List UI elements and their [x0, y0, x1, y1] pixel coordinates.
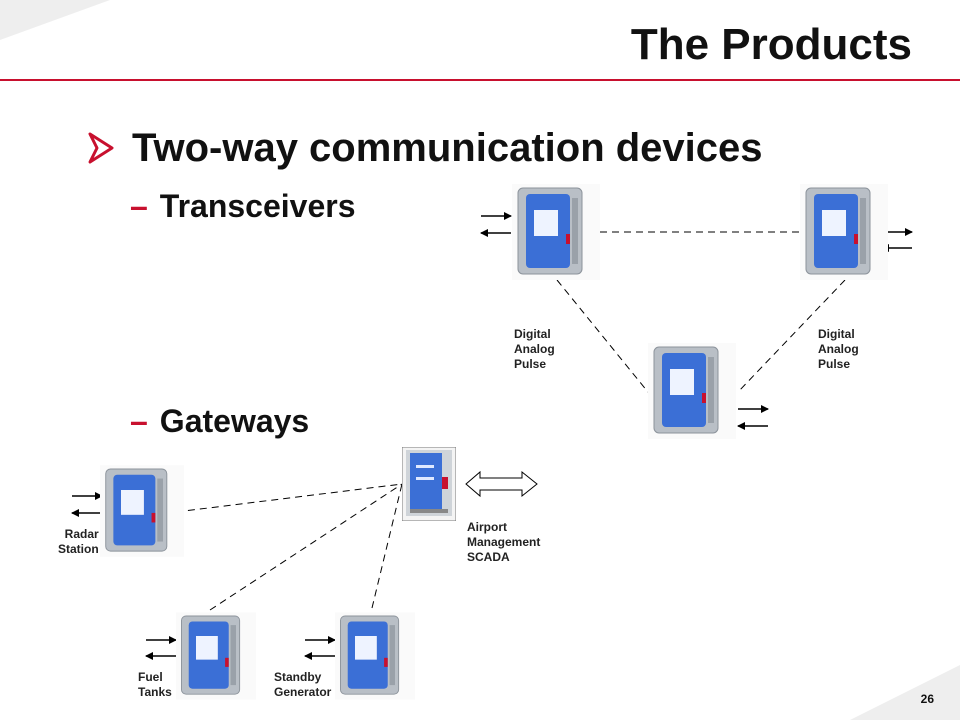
label-digital-analog-pulse-right: Digital Analog Pulse: [818, 327, 859, 371]
gateway-device-icon: [402, 447, 456, 521]
transceiver-device-icon: [512, 184, 600, 280]
label-digital-analog-pulse-left: Digital Analog Pulse: [514, 327, 555, 371]
dash-marker: –: [130, 403, 148, 439]
title-divider: [0, 79, 960, 81]
transceiver-device-icon: [648, 343, 736, 439]
transceiver-device-icon: [100, 465, 184, 557]
subpoint-label: Gateways: [159, 403, 310, 439]
dashed-link: [175, 483, 403, 513]
dashed-link: [209, 483, 403, 611]
subpoint-transceivers: –Transceivers: [130, 188, 356, 225]
subpoint-gateways: –Gateways: [130, 403, 309, 440]
label-fuel-tanks: Fuel Tanks: [138, 670, 172, 699]
double-arrow-icon: [465, 470, 538, 498]
page-number: 26: [920, 692, 934, 706]
subpoint-label: Transceivers: [159, 188, 356, 224]
io-arrows: [71, 212, 913, 660]
transceiver-device-icon: [800, 184, 888, 280]
label-standby-generator: Standby Generator: [274, 670, 332, 699]
dashed-link: [737, 279, 846, 393]
dashed-link: [371, 483, 403, 609]
transceiver-device-icon: [176, 612, 256, 700]
transceiver-device-icon: [335, 612, 415, 700]
label-airport-management: Airport Management SCADA: [467, 520, 541, 564]
dashed-link: [556, 279, 649, 393]
main-heading: Two-way communication devices: [132, 126, 763, 170]
dash-marker: –: [130, 188, 148, 224]
bullet-arrow-icon: [88, 132, 114, 164]
label-radar-station: Radar Station: [58, 527, 99, 556]
page-title: The Products: [630, 20, 912, 69]
